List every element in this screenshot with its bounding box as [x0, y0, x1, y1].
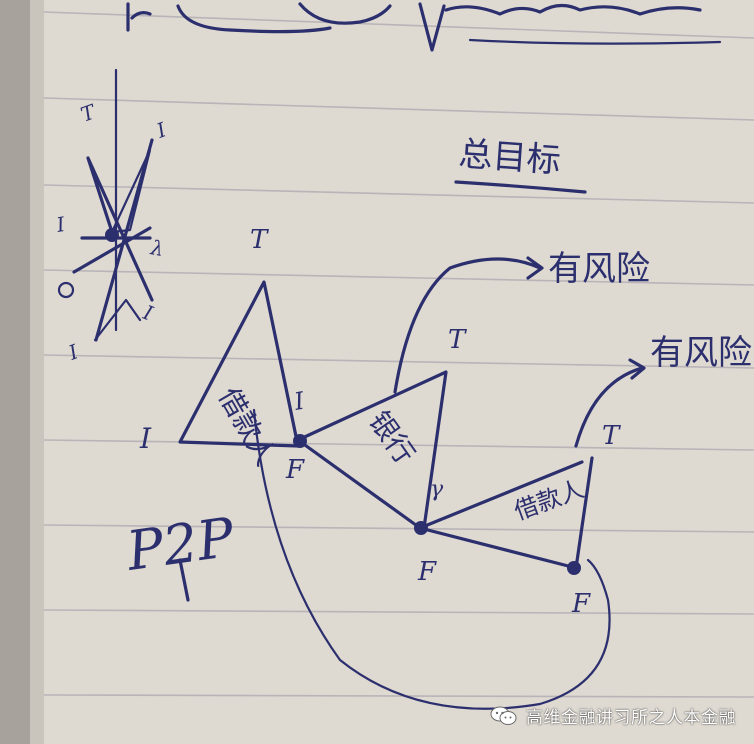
goal-heading: 总目标 [454, 134, 587, 194]
notebook-margin [30, 0, 44, 744]
heading-scribbles [126, 2, 722, 52]
risk-arrows: 有风险 有风险 [393, 249, 752, 448]
bowtie-center-dot [105, 228, 119, 242]
goal-label: 总目标 [457, 134, 562, 181]
watermark: 高维金融讲习所之人本金融 [490, 703, 736, 728]
wechat-icon [490, 706, 517, 725]
risk-label-top: 有风险 [548, 249, 650, 289]
p2p-stroke [178, 558, 190, 602]
watermark-text: 高维金融讲习所之人本金融 [526, 708, 736, 728]
svg-text:T: T [602, 421, 621, 451]
svg-text:T: T [448, 325, 467, 355]
risk-label-right: 有风险 [650, 333, 752, 373]
svg-text:γ: γ [430, 477, 444, 502]
feedback-loop [252, 408, 611, 710]
svg-text:I: I [139, 422, 152, 455]
svg-text:T: T [250, 225, 269, 255]
svg-text:λ: λ [148, 235, 166, 261]
svg-text:F: F [417, 557, 437, 587]
notebook-left-edge [0, 0, 30, 744]
node-lender [293, 434, 307, 448]
node-borrower [567, 561, 581, 575]
node-bank [414, 521, 428, 535]
ruled-lines [43, 11, 754, 698]
svg-text:F: F [285, 455, 305, 485]
svg-text:F: F [571, 589, 591, 619]
